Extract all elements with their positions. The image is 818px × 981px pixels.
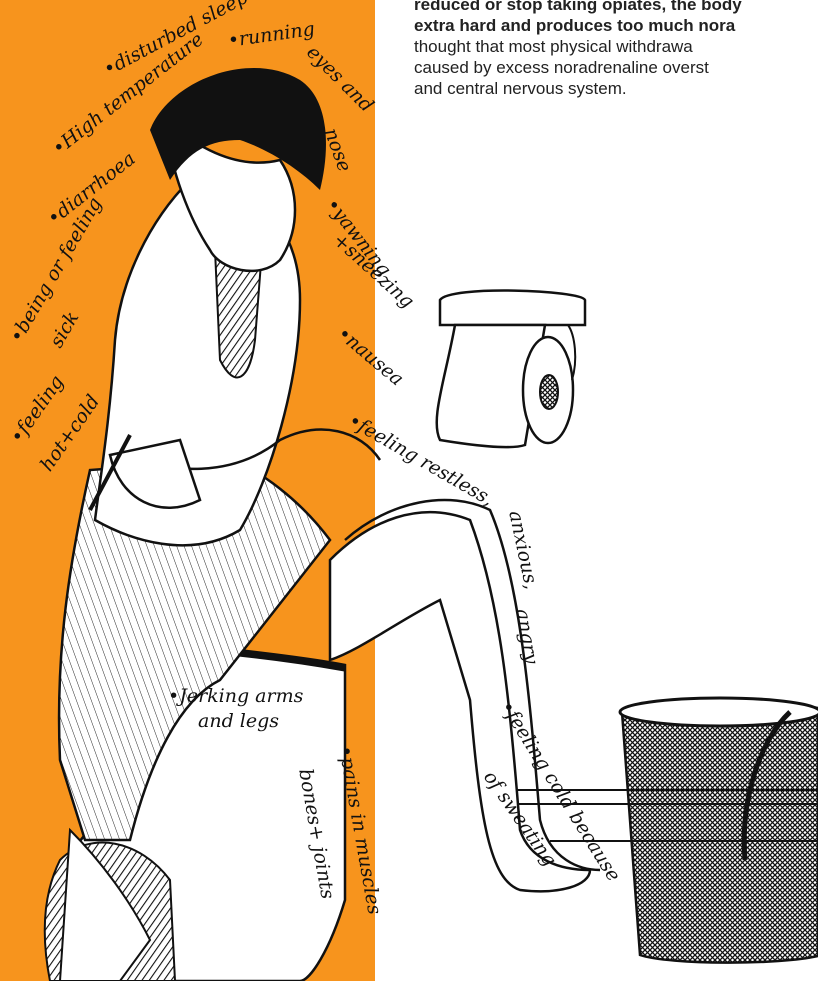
symptom-jerking-arms: •Jerking arms <box>168 685 303 707</box>
bucket <box>512 698 818 963</box>
toilet-roll <box>437 291 585 448</box>
symptom-and-legs: and legs <box>198 710 279 732</box>
